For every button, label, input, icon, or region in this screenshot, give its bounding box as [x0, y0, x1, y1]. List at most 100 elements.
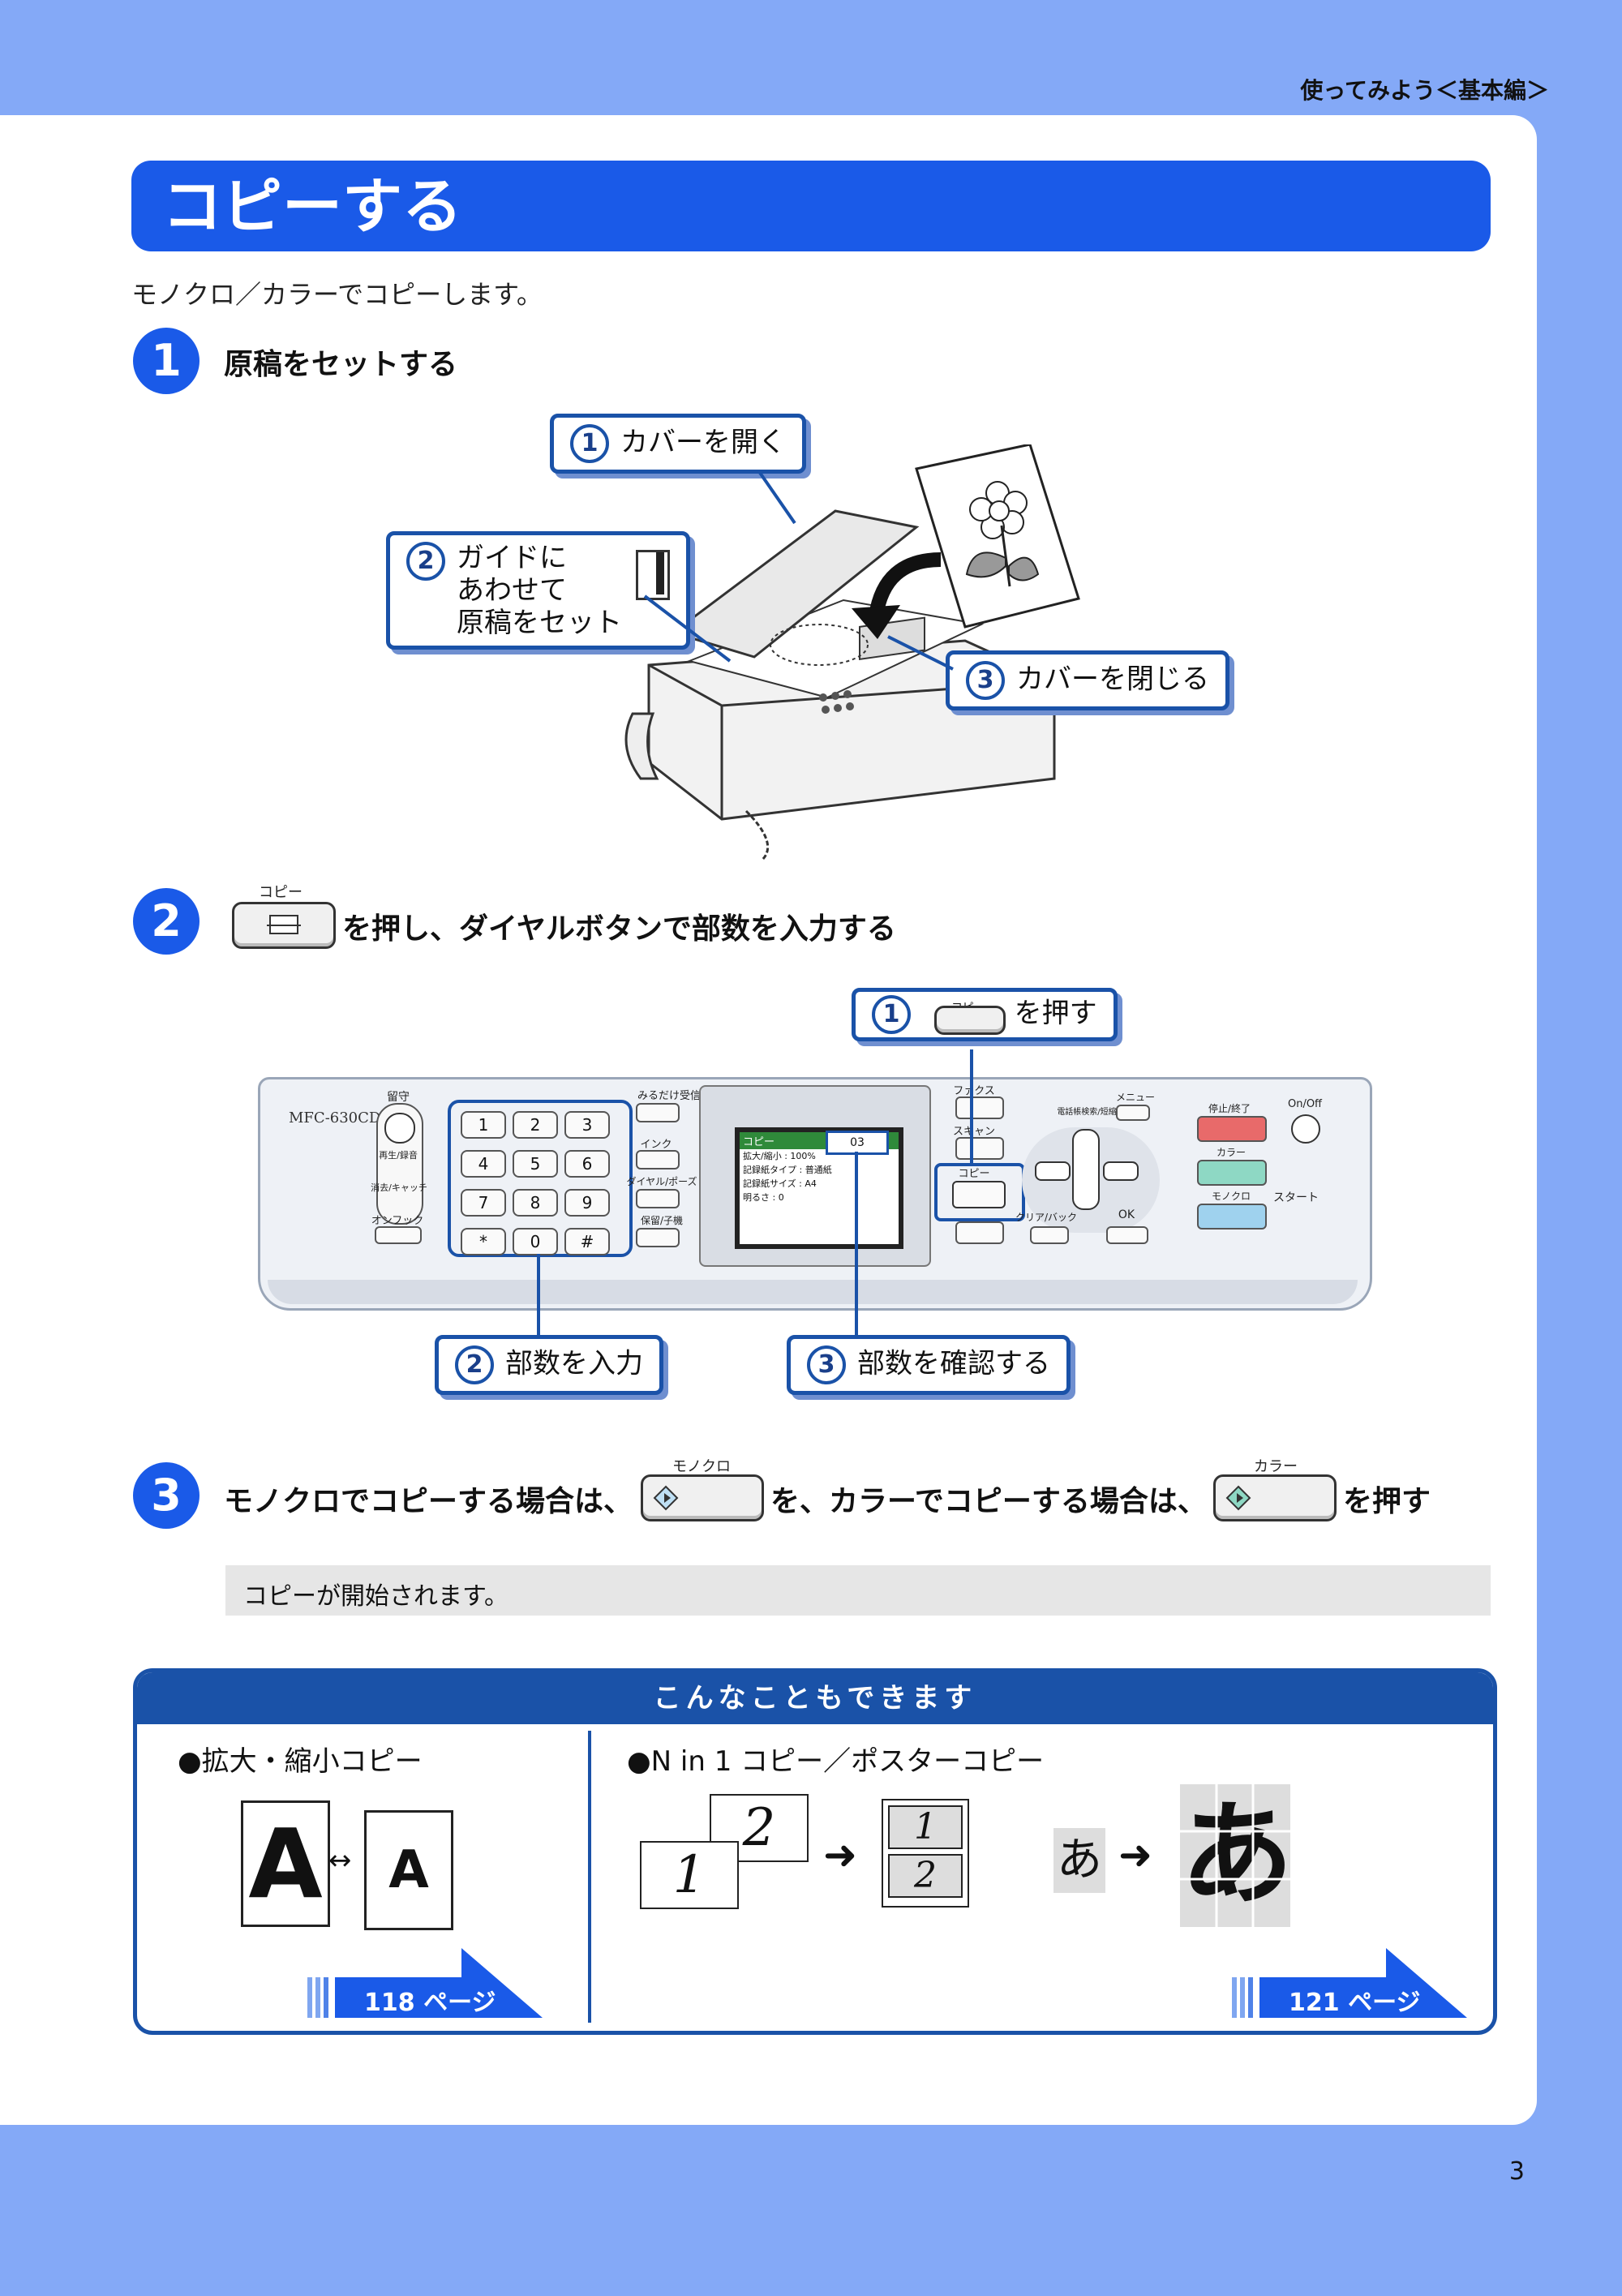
key-0[interactable]: 0	[513, 1228, 558, 1255]
key-1[interactable]: 1	[461, 1111, 506, 1139]
copy-key-icon	[232, 902, 336, 949]
panel-bezel	[268, 1280, 1358, 1304]
intro-text: モノクロ／カラーでコピーします。	[131, 279, 543, 310]
key-9[interactable]: 9	[564, 1189, 610, 1217]
clear-button[interactable]	[1030, 1226, 1069, 1244]
mono-start-button[interactable]	[1197, 1204, 1267, 1230]
key-6[interactable]: 6	[564, 1150, 610, 1178]
shokyo-label: 消去/キャッチ	[371, 1182, 427, 1193]
clear-label: クリア/バック	[1015, 1212, 1078, 1223]
page-arrow-118[interactable]	[307, 1948, 551, 2021]
arrow-right-icon: ➜	[823, 1831, 857, 1878]
key-5[interactable]: 5	[513, 1150, 558, 1178]
photo-button[interactable]	[955, 1221, 1004, 1244]
power-icon[interactable]	[1291, 1114, 1320, 1144]
tips-header: こんなこともできます	[137, 1672, 1493, 1724]
copy-button[interactable]	[952, 1181, 1006, 1208]
stop-button[interactable]	[1197, 1116, 1267, 1142]
key-hash[interactable]: #	[564, 1228, 610, 1255]
arrow-right-icon: ➜	[1118, 1831, 1152, 1878]
step-2-number: 2	[133, 888, 200, 955]
callout-pointer	[887, 635, 954, 671]
copy-key-icon	[933, 1006, 1006, 1035]
answer-icon[interactable]	[384, 1113, 415, 1144]
onhook-label: オンフック	[371, 1215, 424, 1227]
keypad-highlight	[448, 1100, 633, 1257]
start-label: スタート	[1273, 1191, 1319, 1204]
color-start-label: カラー	[1216, 1147, 1246, 1158]
tip-enlarge-label: ●拡大・縮小コピー	[178, 1745, 423, 1778]
right-key[interactable]	[1103, 1161, 1139, 1181]
callout-line	[537, 1254, 540, 1335]
lcd-row: 記録紙サイズ : A4	[743, 1178, 817, 1189]
enlarge-big-a: A	[241, 1800, 330, 1927]
tips-box: こんなこともできます ●拡大・縮小コピー A ↔ A 118 ページ ●N in…	[133, 1668, 1497, 2035]
hold-button[interactable]	[636, 1228, 680, 1247]
key-7[interactable]: 7	[461, 1189, 506, 1217]
lcd-row: 記録紙タイプ : 普通紙	[743, 1165, 832, 1175]
mirudake-button[interactable]	[636, 1103, 680, 1122]
page-link-118[interactable]: 118 ページ	[364, 1989, 496, 2017]
scan-button[interactable]	[955, 1137, 1004, 1160]
color-start-button[interactable]	[1197, 1160, 1267, 1186]
section-header: 使ってみよう＜基本編＞	[1300, 77, 1549, 104]
left-key[interactable]	[1035, 1161, 1071, 1181]
page-number: 3	[1508, 2157, 1525, 2186]
mono-key-label: モノクロ	[672, 1458, 731, 1475]
lcd-row: 拡大/縮小 : 100%	[743, 1151, 816, 1161]
step-3-text-3: を押す	[1343, 1485, 1431, 1518]
page-link-121[interactable]: 121 ページ	[1289, 1989, 1421, 2017]
mono-start-key-icon	[641, 1474, 764, 1521]
key-star[interactable]: *	[461, 1228, 506, 1255]
step-2-title: を押し、ダイヤルボタンで部数を入力する	[342, 912, 896, 946]
ink-button[interactable]	[636, 1150, 680, 1169]
poster-grid	[1180, 1784, 1290, 1927]
key-8[interactable]: 8	[513, 1189, 558, 1217]
page-title: コピーする	[162, 172, 462, 242]
copy-key-label: コピー	[259, 884, 303, 901]
fax-button[interactable]	[955, 1097, 1004, 1119]
tip-nin1-label: ●N in 1 コピー／ポスターコピー	[627, 1745, 1045, 1778]
note-text: コピーが開始されます。	[243, 1582, 508, 1611]
callout-set-document: 2 ガイドに あわせて 原稿をセット	[386, 531, 690, 650]
rusu-label: 留守	[387, 1091, 410, 1104]
mirudake-label: みるだけ受信	[637, 1090, 701, 1102]
copy-label: コピー	[958, 1168, 990, 1180]
menu-button[interactable]	[1116, 1105, 1150, 1121]
ok-label: OK	[1118, 1208, 1135, 1221]
up-down-key[interactable]	[1072, 1129, 1100, 1210]
callout-line	[970, 1049, 973, 1166]
callout-pointer	[643, 594, 732, 663]
color-key-label: カラー	[1254, 1458, 1298, 1475]
step-3-number: 3	[133, 1462, 200, 1529]
ink-label: インク	[640, 1139, 672, 1151]
dial-pause-button[interactable]	[636, 1189, 680, 1208]
key-4[interactable]: 4	[461, 1150, 506, 1178]
page-arrow-121[interactable]	[1232, 1948, 1475, 2021]
key-3[interactable]: 3	[564, 1111, 610, 1139]
onhook-button[interactable]	[375, 1226, 422, 1244]
onoff-label: On/Off	[1287, 1098, 1323, 1110]
step-1-title: 原稿をセットする	[224, 348, 458, 381]
note-bar	[225, 1565, 1491, 1616]
menu-label: メニュー	[1115, 1092, 1155, 1103]
ok-button[interactable]	[1106, 1226, 1148, 1244]
lcd-row: 明るさ : 0	[743, 1192, 784, 1203]
callout-line	[855, 1152, 858, 1335]
dial-pause-label: ダイヤル/ポーズ	[626, 1176, 697, 1187]
key-2[interactable]: 2	[513, 1111, 558, 1139]
double-arrow-icon: ↔	[328, 1844, 352, 1877]
nin1-result-2: 2	[888, 1854, 963, 1898]
step-3-text-1: モノクロでコピーする場合は、	[224, 1485, 633, 1518]
stop-label: 停止/終了	[1208, 1103, 1251, 1114]
close-cover-arrow-icon	[852, 552, 942, 639]
callout-press-copy: 1 コピー を押す	[852, 988, 1118, 1041]
hold-label: 保留/子機	[640, 1215, 684, 1226]
step-1-number: 1	[133, 328, 200, 394]
poster-large-kana: あ	[1180, 1784, 1290, 1927]
saisei-label: 再生/録音	[379, 1150, 418, 1161]
